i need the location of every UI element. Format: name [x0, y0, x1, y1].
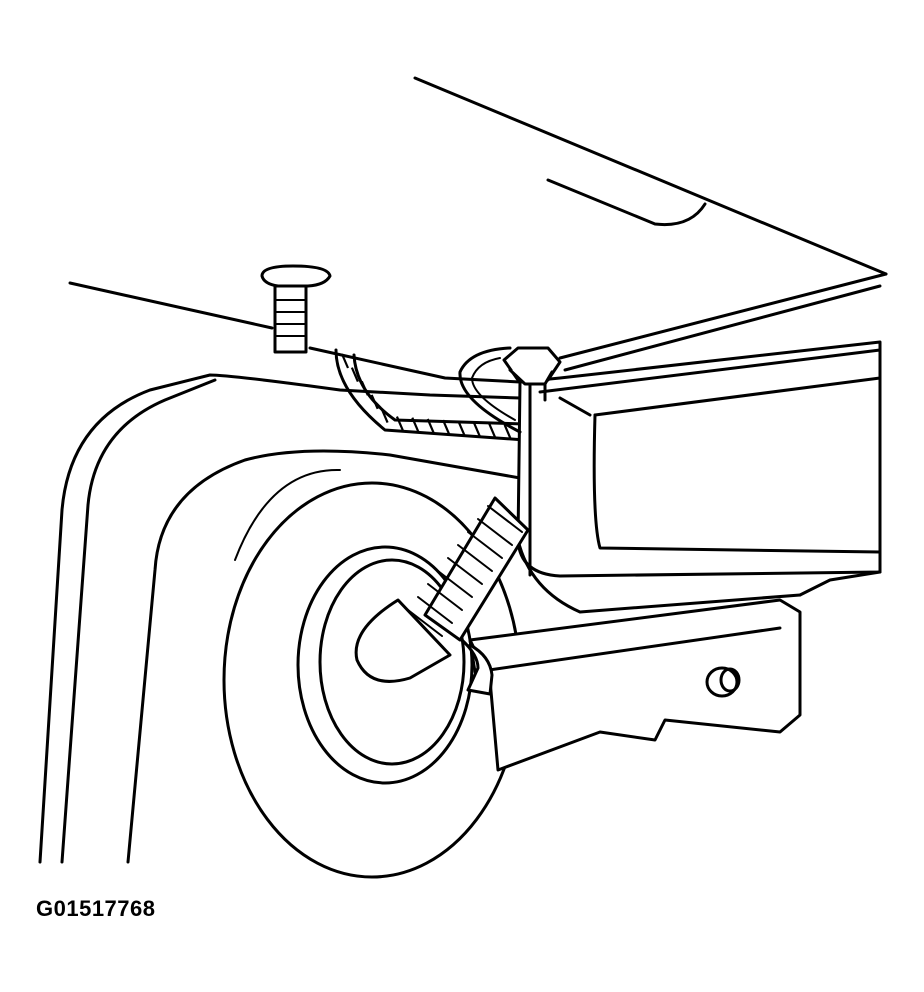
weld-hatch-mark [426, 418, 435, 434]
thread-ring [447, 557, 483, 585]
thread-ring [477, 518, 513, 546]
weld-seam [334, 348, 528, 442]
thread-ring [417, 596, 453, 624]
retainer-nut [458, 346, 562, 577]
thread-ring [407, 609, 443, 637]
hoist-shaft [354, 496, 530, 696]
weld-hatch-mark [457, 420, 466, 436]
thread-ring [437, 570, 473, 598]
weld-hatch-mark [360, 380, 369, 396]
weld-hatch-mark [340, 353, 350, 369]
weld-hatch-mark [380, 408, 389, 423]
weld-hatch-mark [370, 394, 379, 410]
weld-hatch-mark [411, 417, 420, 433]
hanger-plate [468, 598, 802, 772]
weld-hatch-mark [350, 367, 359, 383]
cross-member-bracket [516, 340, 882, 614]
weld-hatch-mark [503, 424, 512, 440]
weld-hatch-mark [395, 416, 404, 431]
thread-ring [487, 505, 523, 533]
figure-id-label: G01517768 [36, 896, 156, 921]
weld-hatch-mark [488, 423, 497, 439]
thread-ring [457, 544, 493, 572]
weld-hatch-mark [472, 422, 481, 437]
thread-ring [427, 583, 463, 611]
plug-bolt [260, 264, 332, 354]
thread-ring [467, 531, 503, 559]
weld-hatch-mark [442, 419, 451, 435]
body-panel [68, 76, 888, 384]
wheel-housing [38, 373, 522, 864]
